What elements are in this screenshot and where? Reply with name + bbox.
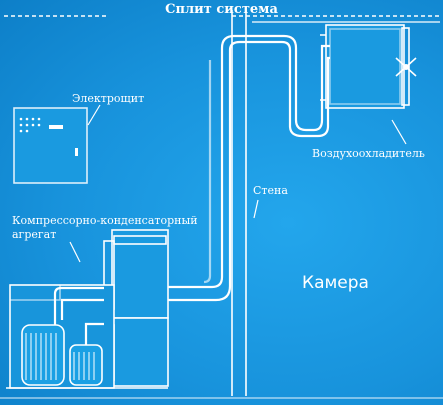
- electrical-panel-label: Электрощит: [72, 92, 145, 105]
- condensing-unit-label-line1: Компрессорно-конденсаторный: [12, 214, 198, 227]
- diagram-title: Сплит система: [165, 2, 278, 17]
- refrigerant-piping: [166, 34, 330, 302]
- air-cooler-label: Воздухоохладитель: [312, 147, 425, 160]
- leader-lines: [69, 104, 407, 263]
- wall: [231, 10, 440, 396]
- receiver: [69, 344, 103, 386]
- compressor: [21, 324, 65, 386]
- room-label: Камера: [302, 273, 369, 293]
- electrical-panel: [13, 107, 88, 184]
- air-cooler: [320, 24, 417, 109]
- wall-label: Стена: [253, 184, 288, 197]
- condensing-unit: [6, 229, 169, 389]
- condensing-unit-label-line2: агрегат: [12, 228, 57, 241]
